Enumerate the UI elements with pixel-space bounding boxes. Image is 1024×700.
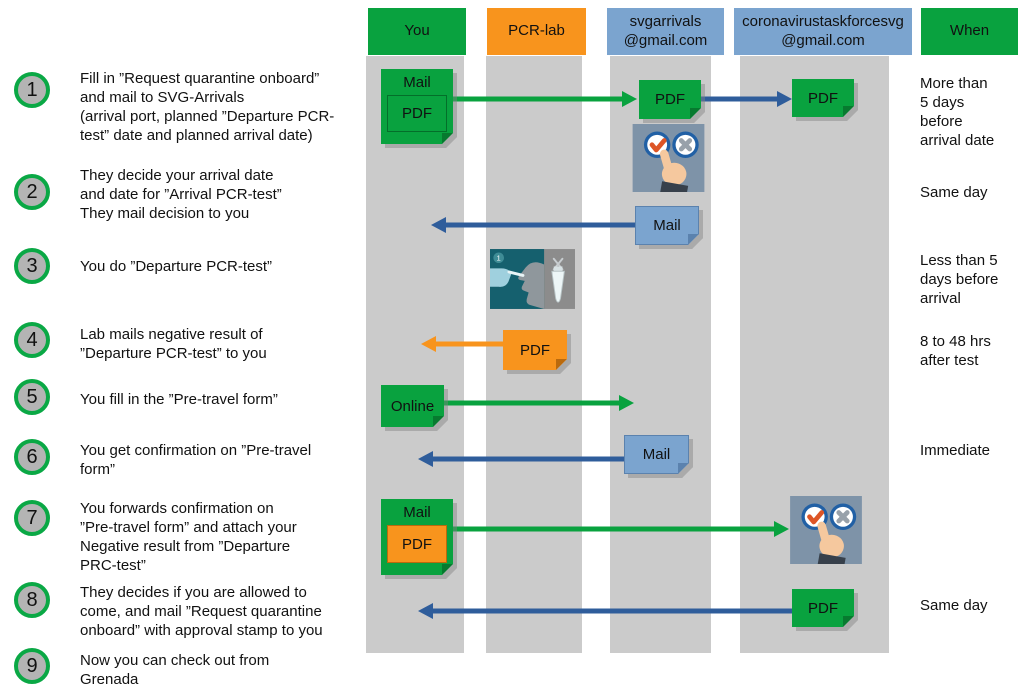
sticky-step1-you-mail: Mail PDF [381,69,453,144]
lane-header-you: You [368,8,466,55]
arrow-step8-taskforce-to-you [418,603,792,619]
arrow-step5-you-to-svgarrivals [444,395,634,411]
sticky-step6-svgarrivals-mail: Mail [624,435,689,474]
sticky-step1-svgarrivals-pdf: PDF [639,80,701,119]
step-2-text: They decide your arrival date and date f… [80,167,282,222]
lane-header-when: When [921,8,1018,55]
sticky-step5-you-online: Online [381,385,444,427]
sticky-step1-taskforce-pdf: PDF [792,79,854,117]
step-3-number-badge: 3 [14,248,50,284]
sticky-step8-taskforce-pdf: PDF [792,589,854,627]
step-6-when: Immediate [920,442,991,459]
arrow-step4-lab-to-you [421,336,503,352]
arrow-step6-svgarrivals-to-you [418,451,624,467]
sticky-label: PDF [808,89,838,107]
step-3-when: Less than 5 days before arrival [920,252,999,307]
step-7-number-badge: 7 [14,500,50,536]
step-5-number-badge: 5 [14,379,50,415]
step-8-when: Same day [920,597,988,614]
swab-image-step-badge: 1 [497,254,501,263]
step-6-number-badge: 6 [14,439,50,475]
sticky-step2-svgarrivals-mail: Mail [635,206,699,245]
step-number: 4 [26,328,38,351]
step-7-text: You forwards confirmation on ”Pre-travel… [80,500,297,574]
sticky-step4-lab-pdf: PDF [503,330,567,370]
step-5-text: You fill in the ”Pre-travel form” [80,391,278,408]
step-1-text: Fill in ”Request quarantine onboard” and… [80,70,335,144]
lane-header-svgarrivals: svgarrivals @gmail.com [607,8,724,55]
step-3-text: You do ”Departure PCR-test” [80,258,273,275]
step-4-number-badge: 4 [14,322,50,358]
nasal-swab-test-image: 1 [490,249,575,309]
lane-header-pcr-lab: PCR-lab [487,8,586,55]
step-number: 7 [26,506,38,529]
step-number: 6 [26,445,38,468]
step-1-number-badge: 1 [14,72,50,108]
step-number: 1 [26,78,38,101]
step-8-number-badge: 8 [14,582,50,618]
step-6-text: You get confirmation on ”Pre-travel form… [80,442,312,478]
sticky-label: Mail [642,446,671,463]
sticky-label: Mail [403,73,431,91]
step-4-text: Lab mails negative result of ”Departure … [80,326,267,362]
arrow-step7-you-to-taskforce [453,521,789,537]
attached-pdf-note: PDF [387,525,447,563]
sticky-label: PDF [520,341,550,359]
approve-reject-icon [789,496,863,564]
step-9-text: Now you can check out from Grenada [80,652,270,688]
step-number: 8 [26,588,38,611]
lane-header-taskforce: coronavirustaskforcesvg @gmail.com [734,8,912,55]
sticky-label: Mail [403,503,431,521]
step-number: 3 [26,254,38,277]
arrow-step2-svgarrivals-to-you [431,217,635,233]
sticky-label: Mail [653,217,681,234]
step-4-when: 8 to 48 hrs after test [920,333,991,369]
sticky-label: Online [390,397,435,415]
step-8-text: They decides if you are allowed to come,… [80,584,323,639]
arrow-step1-you-to-svgarrivals [453,91,637,107]
sticky-step7-you-mail: Mail PDF [381,499,453,575]
step-1-when: More than 5 days before arrival date [920,75,995,149]
step-number: 9 [26,654,38,677]
attached-pdf-note: PDF [387,95,447,132]
step-2-number-badge: 2 [14,174,50,210]
step-number: 5 [26,385,38,408]
step-number: 2 [26,180,38,203]
sticky-label: PDF [655,91,685,108]
step-2-when: Same day [920,184,988,201]
arrow-step1-svgarrivals-to-taskforce [701,91,792,107]
step-9-number-badge: 9 [14,648,50,684]
approve-reject-icon [630,124,707,192]
sticky-label: PDF [808,599,838,617]
